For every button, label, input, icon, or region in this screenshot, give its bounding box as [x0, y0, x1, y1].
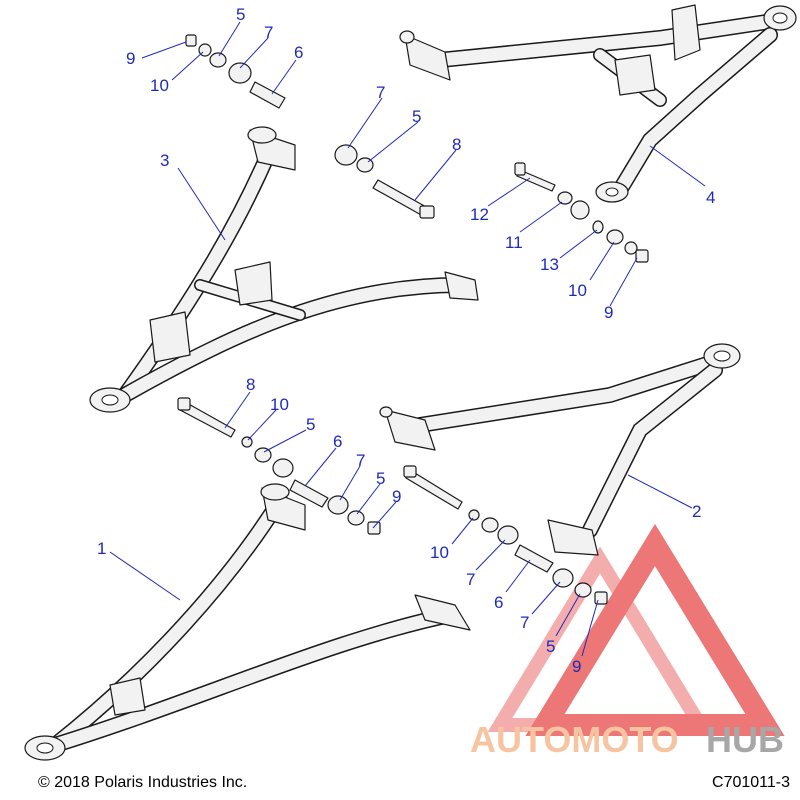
- callout-8: 8: [246, 375, 255, 394]
- callouts: 9 10 5 7 6 7 5 8 3 4 12 11 13 10 9 8 10 …: [97, 5, 715, 676]
- callout-9: 9: [572, 657, 581, 676]
- leader-lines: [109, 21, 706, 657]
- callout-3: 3: [160, 151, 169, 170]
- callout-5: 5: [412, 107, 421, 126]
- callout-10: 10: [430, 543, 449, 562]
- callout-12: 12: [470, 205, 489, 224]
- callout-4: 4: [706, 188, 715, 207]
- upper-right-a-arm: [399, 4, 797, 203]
- bushing: [209, 52, 227, 68]
- hardware-middle-right: [403, 465, 608, 605]
- callout-9: 9: [604, 303, 613, 322]
- lower-left-a-arm: [24, 483, 471, 761]
- callout-2: 2: [692, 502, 701, 521]
- callout-7: 7: [466, 570, 475, 589]
- callout-1: 1: [97, 539, 106, 558]
- callout-11: 11: [505, 233, 523, 252]
- pivot-tube: [249, 81, 286, 109]
- callout-10: 10: [568, 281, 587, 300]
- callout-5: 5: [546, 637, 555, 656]
- callout-9: 9: [392, 487, 401, 506]
- callout-5: 5: [306, 415, 315, 434]
- lock-nut: [185, 34, 197, 47]
- bushing-sleeve: [228, 62, 252, 84]
- hardware-center: [334, 144, 435, 219]
- callout-5: 5: [376, 469, 385, 488]
- lower-right-a-arm: [379, 343, 741, 556]
- callout-10: 10: [150, 76, 169, 95]
- hardware-top-left: [185, 34, 286, 109]
- watermark-text-a: AUTOMOTO: [470, 719, 679, 760]
- hardware-middle-left: [177, 397, 381, 535]
- callout-7: 7: [376, 83, 385, 102]
- callout-6: 6: [333, 432, 342, 451]
- callout-7: 7: [356, 451, 365, 470]
- callout-8: 8: [452, 135, 461, 154]
- watermark-logo: AUTOMOTO HUB: [470, 523, 785, 760]
- callout-6: 6: [494, 593, 503, 612]
- callout-10: 10: [270, 395, 289, 414]
- callout-6: 6: [294, 43, 303, 62]
- drawing-id: C701011-3: [712, 774, 790, 791]
- copyright-text: © 2018 Polaris Industries Inc.: [38, 774, 248, 791]
- callout-5: 5: [236, 5, 245, 24]
- upper-left-a-arm: [89, 126, 479, 413]
- callout-13: 13: [540, 255, 559, 274]
- watermark-text-b: HUB: [706, 719, 784, 760]
- callout-7: 7: [520, 613, 529, 632]
- callout-9: 9: [126, 49, 135, 68]
- callout-7: 7: [264, 23, 273, 42]
- hardware-right: [514, 162, 649, 263]
